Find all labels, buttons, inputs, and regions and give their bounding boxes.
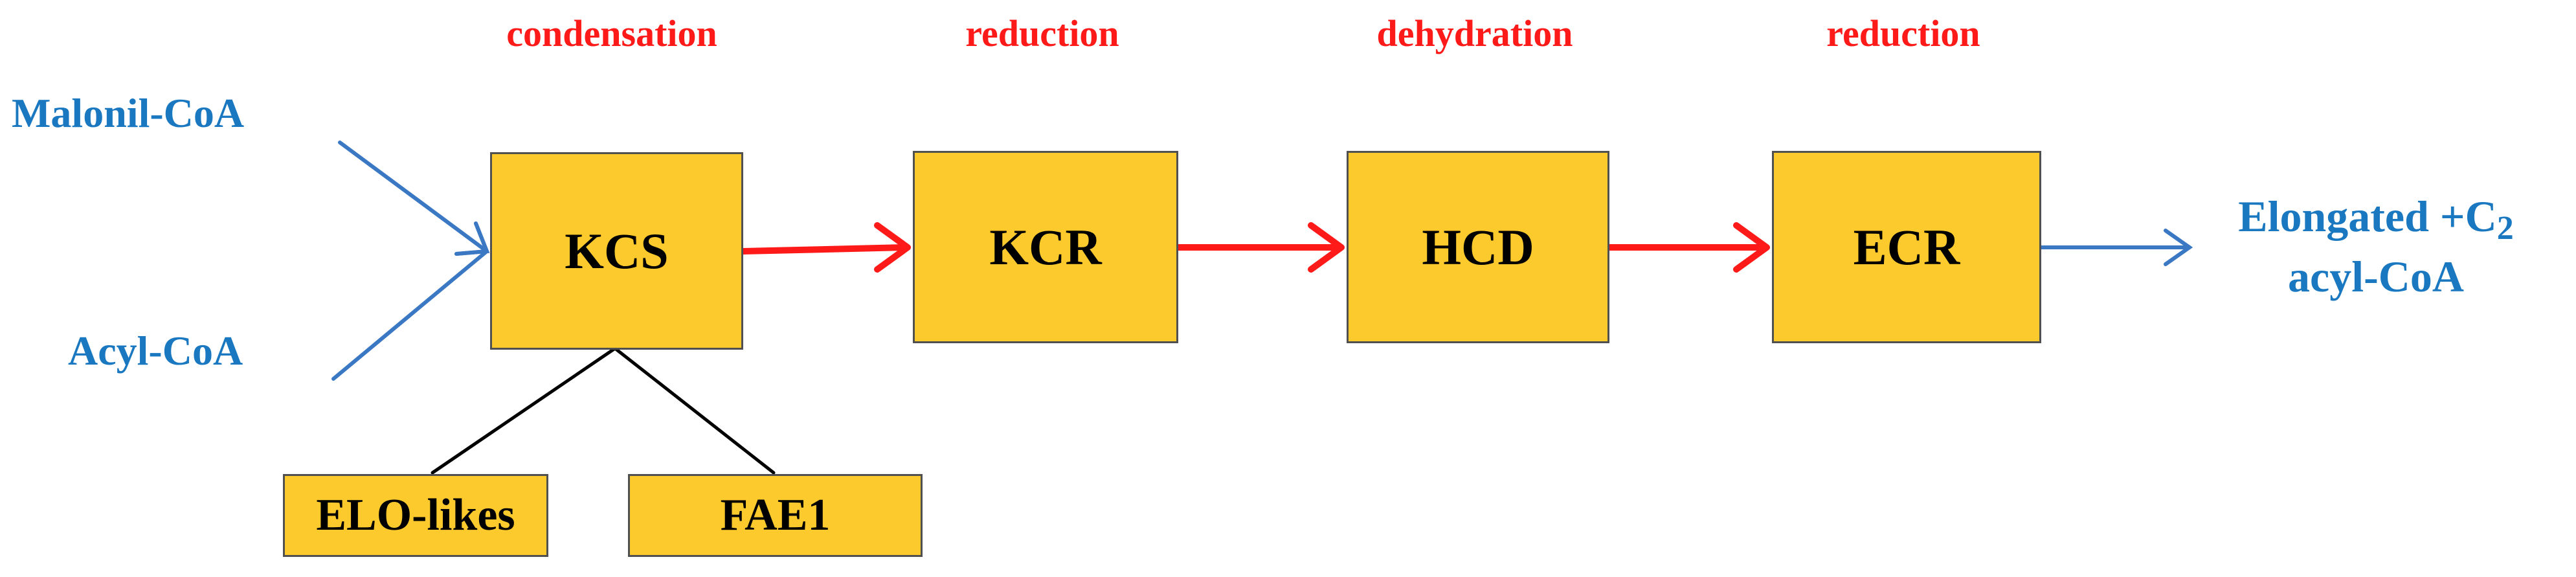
elongated-acyl-coa-label: Elongated +C2 acyl-CoA <box>2238 189 2514 304</box>
hcd-to-ecr-arrow <box>1606 222 1770 273</box>
product-line-2: acyl-CoA <box>2288 252 2464 301</box>
product-prefix: Elongated +C <box>2238 192 2497 241</box>
acyl-coa-label: Acyl-CoA <box>68 328 243 374</box>
kcs-subtype-connectors <box>431 346 776 475</box>
malonyl-coa-label: Malonil-CoA <box>12 90 245 136</box>
step-label-reduction-1: reduction <box>965 12 1119 54</box>
malonyl-coa-arrow <box>338 141 490 256</box>
enzyme-label-kcr: KCR <box>989 218 1102 275</box>
enzyme-label-hcd: HCD <box>1422 218 1534 275</box>
enzyme-label-ecr: ECR <box>1853 218 1960 275</box>
enzyme-box-kcr: KCR <box>913 151 1178 343</box>
enzyme-box-ecr: ECR <box>1772 151 2041 343</box>
step-label-reduction-2: reduction <box>1826 12 1980 54</box>
enzyme-box-hcd: HCD <box>1347 151 1609 343</box>
kcr-to-hcd-arrow <box>1175 222 1345 273</box>
enzyme-box-kcs: KCS <box>490 152 743 350</box>
product-line-1: Elongated +C2 <box>2238 189 2514 249</box>
subtype-label-elo-likes: ELO-likes <box>316 490 515 540</box>
step-label-condensation: condensation <box>506 12 717 54</box>
subtype-box-elo-likes: ELO-likes <box>283 474 548 557</box>
subtype-label-fae1: FAE1 <box>720 490 831 540</box>
acyl-coa-arrow <box>331 221 490 381</box>
enzyme-label-kcs: KCS <box>565 222 669 279</box>
product-subscript: 2 <box>2496 210 2514 247</box>
subtype-box-fae1: FAE1 <box>628 474 923 557</box>
step-label-dehydration: dehydration <box>1376 12 1573 54</box>
ecr-to-product-arrow <box>2039 229 2193 266</box>
kcs-to-kcr-arrow <box>740 222 911 273</box>
